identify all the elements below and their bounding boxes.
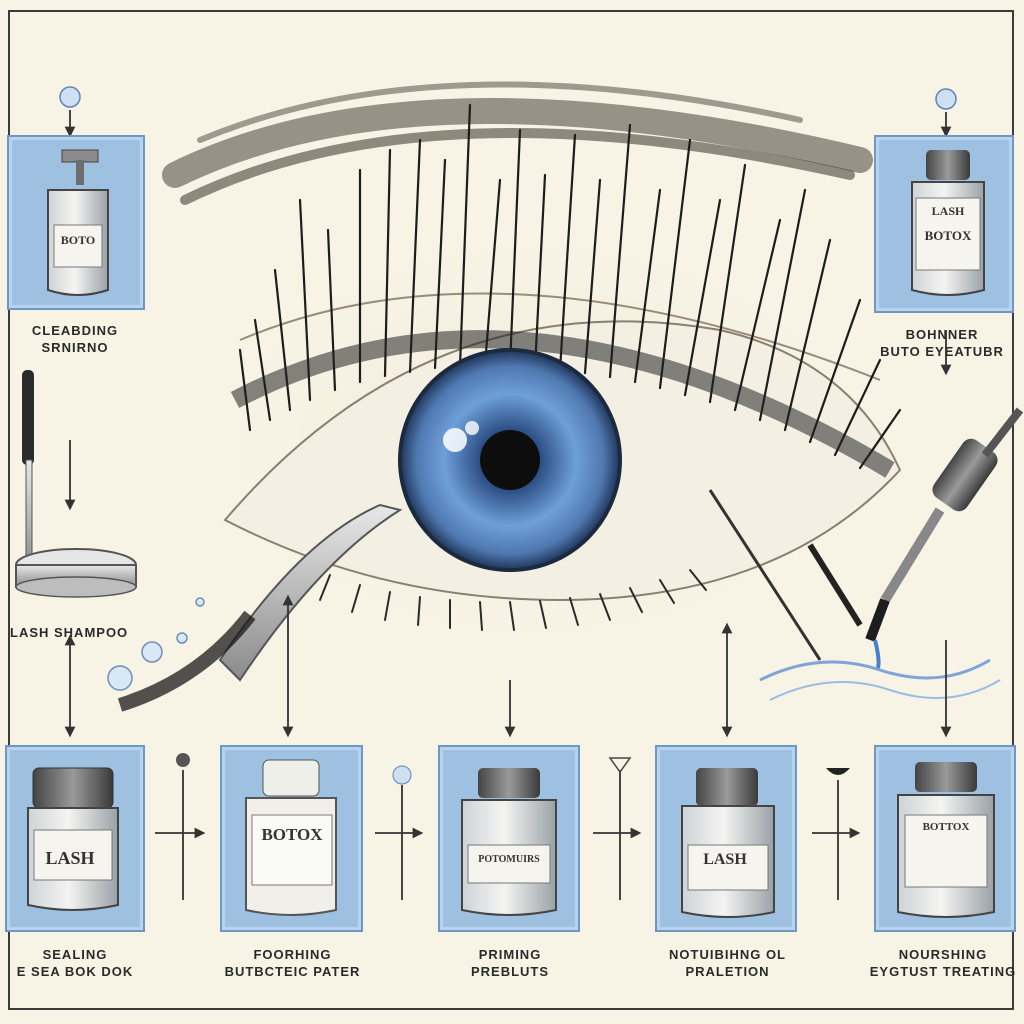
connector-lash-icon xyxy=(826,768,850,775)
tweezer-tool xyxy=(708,489,822,661)
connector-dot-icon xyxy=(176,753,190,767)
label-top-right: BOHNNER BUTO EYEATUBR xyxy=(880,327,1004,359)
diagram-frame xyxy=(8,10,1014,1010)
nourishing-oil-bottle: LASH xyxy=(681,768,775,918)
product-label: LASH xyxy=(45,848,94,868)
step-marker-icon xyxy=(935,88,957,110)
step-marker-icon xyxy=(59,86,81,108)
mascara-wand xyxy=(22,370,34,571)
product-label: BOTOX xyxy=(261,825,323,844)
spoolie-brush-small xyxy=(807,543,863,627)
soothing-bottle: BOTOX xyxy=(245,759,337,916)
nourishing-treatment-bottle: BOTTOX xyxy=(897,762,995,918)
lower-lashes xyxy=(319,569,707,631)
flow-arrows xyxy=(64,110,952,900)
lash-line xyxy=(230,330,895,478)
product-label: LASH xyxy=(932,204,965,218)
product-label: BOTOX xyxy=(925,228,972,243)
pupil xyxy=(480,430,540,490)
serum-wave xyxy=(759,658,991,682)
product-label: BOTO xyxy=(61,233,95,247)
connector-funnel-icon xyxy=(608,757,632,774)
priming-bottle: POTOMUIRS xyxy=(461,768,557,916)
shampoo-dish xyxy=(15,548,137,598)
product-label: LASH xyxy=(703,851,747,868)
pump-bottle: BOTO xyxy=(47,149,109,296)
label-lash-shampoo: LASH SHAMPOO xyxy=(10,625,129,640)
bubbles xyxy=(107,597,205,691)
botox-bottle-top: LASH BOTOX xyxy=(911,150,985,296)
serum-dropper xyxy=(865,407,1024,669)
connector-dot-icon xyxy=(392,765,412,785)
sealing-jar: LASH xyxy=(27,767,119,911)
product-label: POTOMUIRS xyxy=(478,854,540,865)
false-lash-strip xyxy=(117,610,256,712)
eye-highlight xyxy=(443,428,467,452)
label-top-left: CLEABDING SRNIRNO xyxy=(31,323,119,355)
product-label: BOTTOX xyxy=(923,821,970,833)
